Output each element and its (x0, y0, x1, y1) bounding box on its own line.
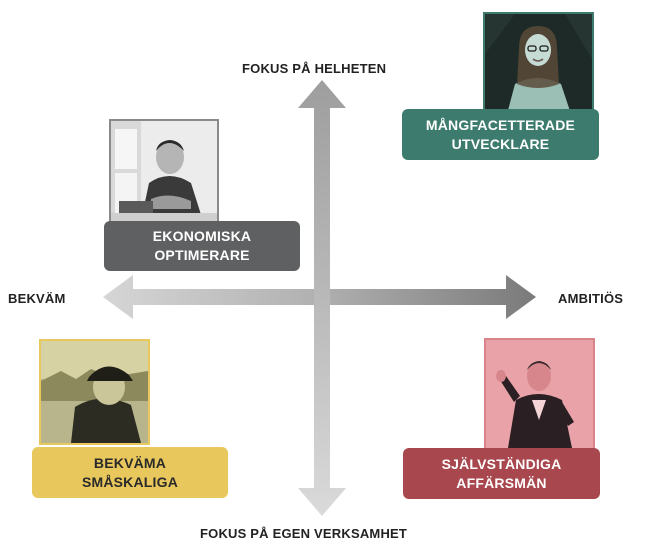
segment-label-line2: UTVECKLARE (451, 135, 550, 152)
segment-label-bekvama-smaskaliga: BEKVÄMA SMÅSKALIGA (32, 447, 228, 498)
axis-label-top: FOKUS PÅ HELHETEN (242, 61, 387, 76)
speaker-on-stage-photo (484, 338, 595, 450)
segment-label-line1: MÅNGFACETTERADE (425, 116, 576, 133)
segment-label-ekonomiska-optimerare: EKONOMISKA OPTIMERARE (104, 221, 300, 271)
woman-with-glasses-photo (483, 12, 594, 116)
segment-label-line2: OPTIMERARE (154, 247, 250, 263)
segment-label-sjalvstandiga-affarsman: SJÄLVSTÄNDIGA AFFÄRSMÄN (403, 448, 600, 499)
segment-label-mangfacetterade-utvecklare: MÅNGFACETTERADE UTVECKLARE (402, 109, 599, 160)
axis-label-bottom: FOKUS PÅ EGEN VERKSAMHET (200, 526, 408, 541)
segment-label-line1: EKONOMISKA (152, 228, 252, 244)
axis-label-left: BEKVÄM (8, 291, 66, 306)
vertical-axis-arrow (298, 80, 346, 516)
segment-label-line1: BEKVÄMA (93, 454, 167, 471)
man-in-cap-photo (39, 339, 150, 445)
man-at-laptop-photo (109, 119, 219, 223)
segment-label-line2: AFFÄRSMÄN (456, 474, 547, 491)
segment-label-line1: SJÄLVSTÄNDIGA (441, 455, 562, 472)
axis-label-right: AMBITIÖS (558, 291, 624, 306)
segment-label-line2: SMÅSKALIGA (81, 473, 179, 490)
